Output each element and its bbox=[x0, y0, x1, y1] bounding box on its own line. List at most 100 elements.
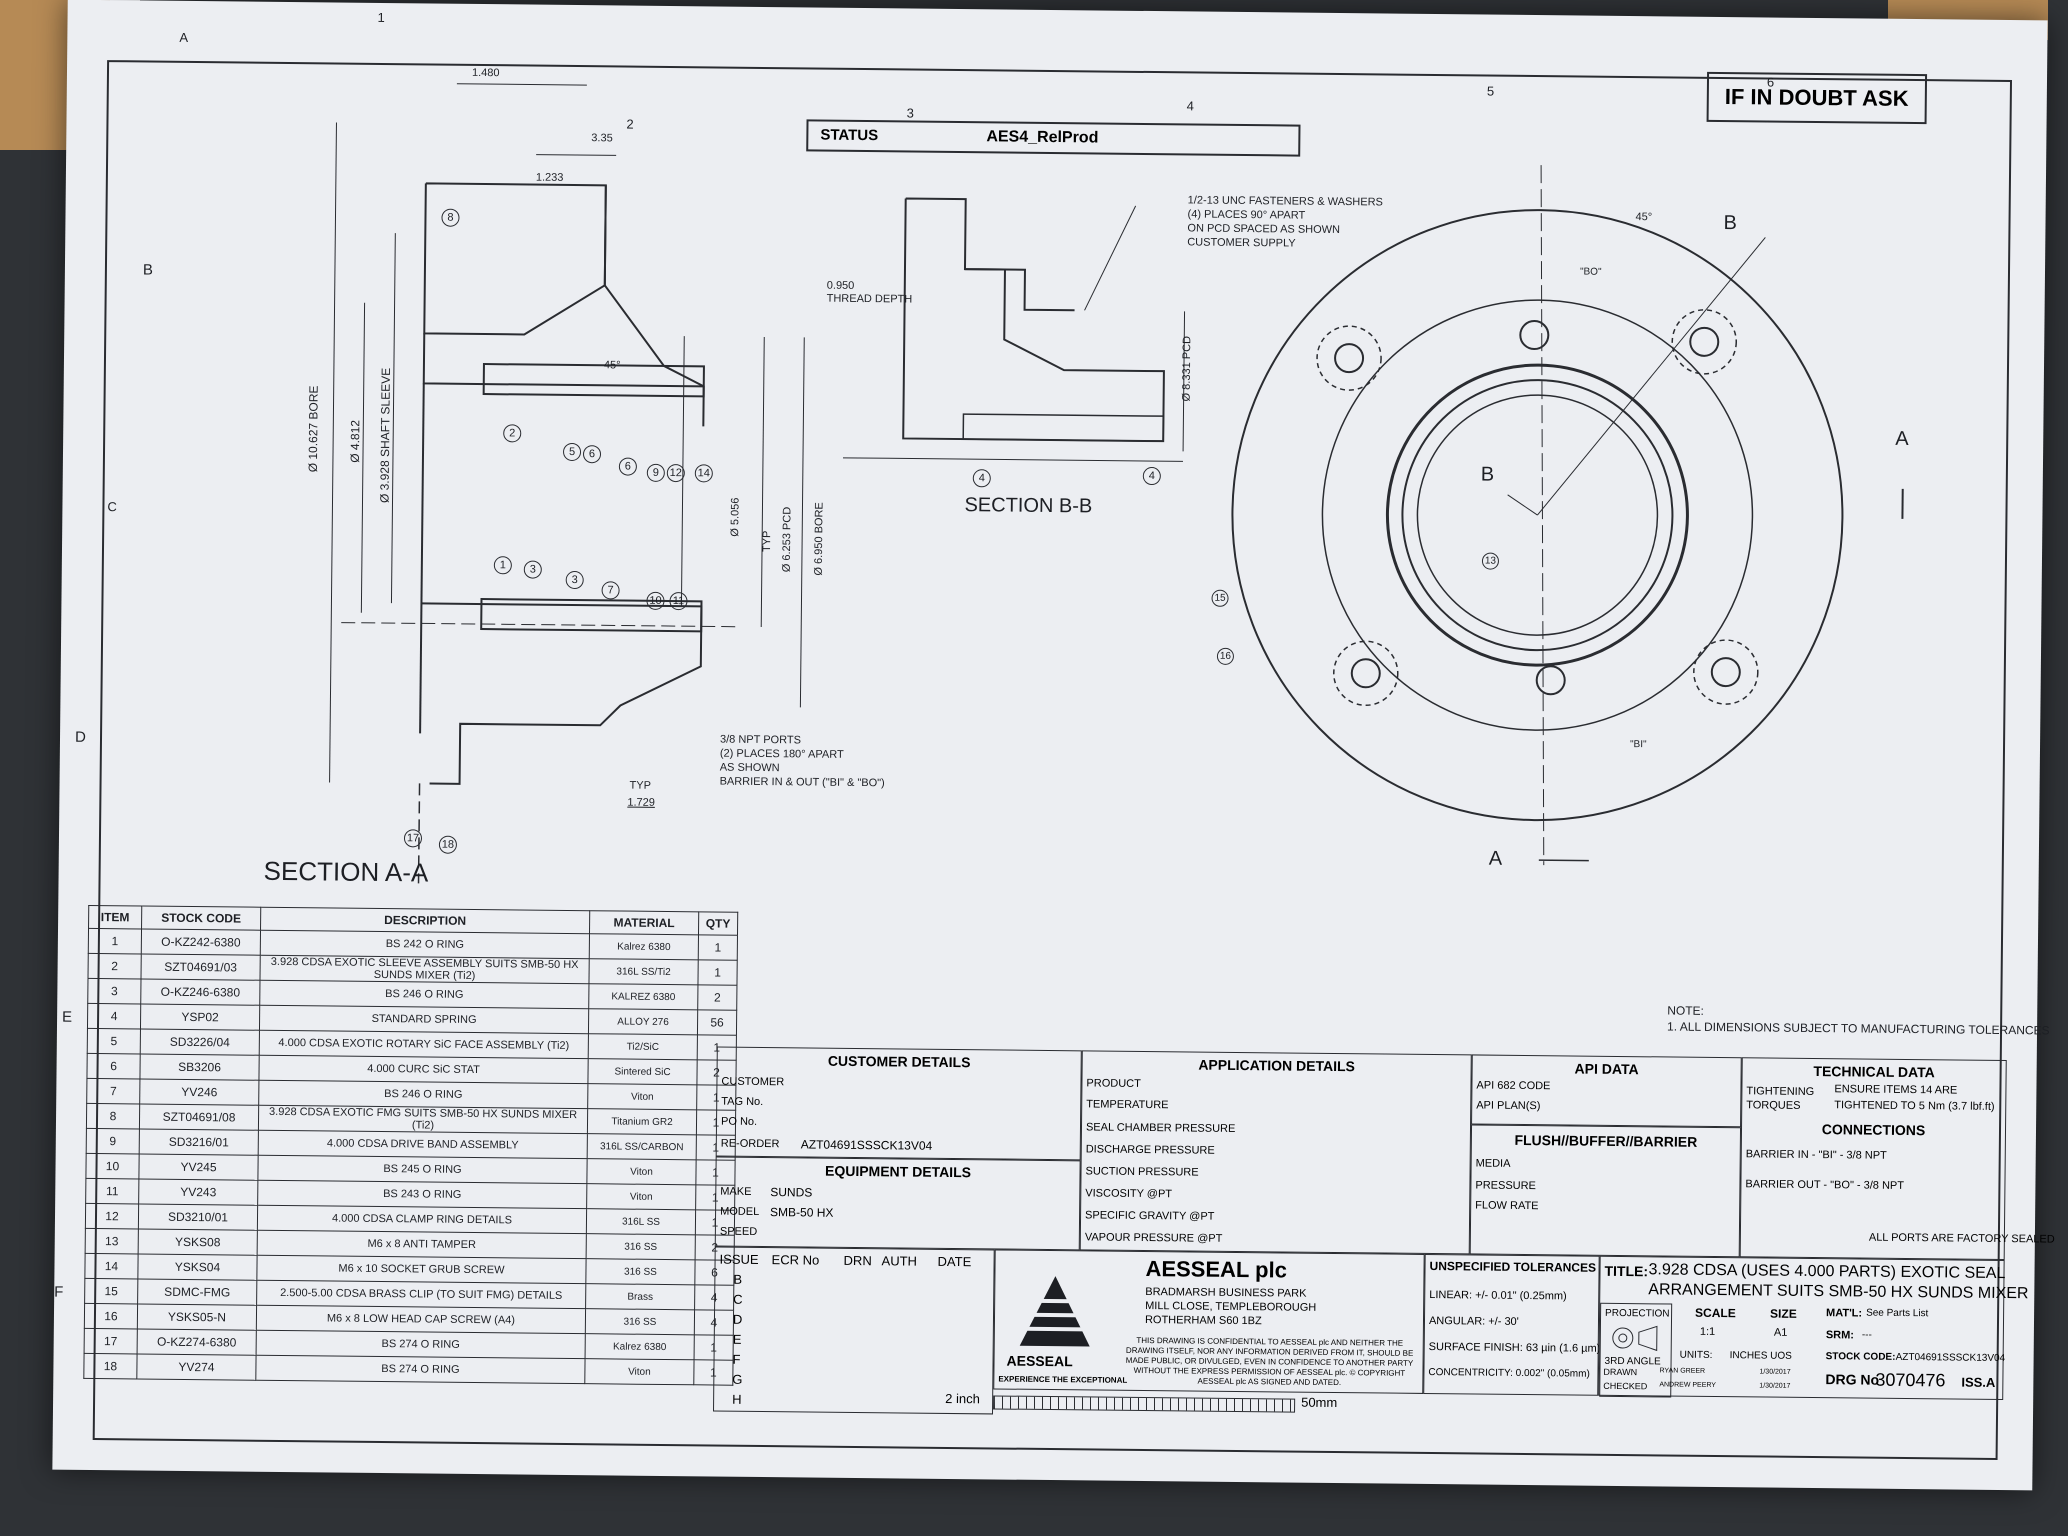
barrier-in-label: "BI" bbox=[1629, 739, 1647, 751]
units-label: UNITS: bbox=[1679, 1349, 1713, 1361]
scale-bar-left-label: 2 inch bbox=[945, 1390, 980, 1407]
balloon-item: 17 bbox=[403, 829, 423, 848]
barrier-out-connection: BARRIER OUT - "BO" - 3/8 NPT bbox=[1745, 1178, 1905, 1192]
company-address-3: ROTHERHAM S60 1BZ bbox=[1144, 1314, 1262, 1328]
stock-code-cell: SB3206 bbox=[139, 1053, 260, 1081]
material-cell: 316 SS bbox=[585, 1308, 695, 1335]
tightening-torques-label: TIGHTENING TORQUES bbox=[1746, 1085, 1815, 1112]
drawing-title-line-2: ARRANGEMENT SUITS SMB-50 HX SUNDS MIXER bbox=[1648, 1281, 2029, 1303]
qty-cell: 1 bbox=[697, 959, 738, 986]
item-cell: 12 bbox=[85, 1203, 139, 1229]
tolerance-linear: LINEAR: +/- 0.01" (0.25mm) bbox=[1429, 1289, 1567, 1303]
projection-label: PROJECTION bbox=[1605, 1307, 1670, 1320]
stock-code-cell: O-KZ242-6380 bbox=[141, 928, 261, 956]
description-cell: 4.000 CDSA EXOTIC ROTARY SiC FACE ASSEMB… bbox=[259, 1030, 589, 1059]
description-cell: BS 246 O RING bbox=[259, 980, 589, 1009]
scale-bar-right-label: 50mm bbox=[1301, 1394, 1338, 1411]
material-cell: Viton bbox=[586, 1183, 696, 1210]
section-marker-a-bottom: A bbox=[1488, 847, 1503, 870]
item-cell: 14 bbox=[84, 1253, 139, 1279]
description-cell: 3.928 CDSA EXOTIC SLEEVE ASSEMBLY SUITS … bbox=[259, 955, 590, 984]
tightening-value-1: ENSURE ITEMS 14 ARE bbox=[1834, 1083, 1958, 1097]
qty-cell: 1 bbox=[698, 934, 738, 961]
dim-pcd-8331: Ø 8.331 PCD bbox=[1180, 335, 1194, 402]
balloon-item: 4 bbox=[972, 469, 991, 488]
item-cell: 9 bbox=[86, 1128, 140, 1154]
balloon-item: 11 bbox=[669, 592, 688, 611]
angle-45: 45° bbox=[1635, 211, 1653, 224]
tightening-value-2: TIGHTENED TO 5 Nm (3.7 lbf.ft) bbox=[1834, 1099, 1995, 1113]
third-angle-projection-icon bbox=[1612, 1325, 1658, 1352]
reorder-label: RE-ORDER bbox=[720, 1137, 780, 1151]
item-cell: 16 bbox=[84, 1303, 138, 1329]
customer-label: CUSTOMER bbox=[721, 1075, 785, 1089]
material-cell: Brass bbox=[585, 1283, 695, 1310]
checked-date: 1/30/2017 bbox=[1759, 1382, 1791, 1390]
balloon-item: 1 bbox=[493, 556, 512, 575]
stock-code-value: AZT04691SSSCK13V04 bbox=[1895, 1351, 2006, 1365]
connections-title: CONNECTIONS bbox=[1821, 1121, 1926, 1139]
size-label: SIZE bbox=[1770, 1306, 1797, 1321]
stock-code-cell: SD3210/01 bbox=[138, 1203, 258, 1231]
issue-letter: D bbox=[732, 1311, 743, 1327]
parts-list-table: ITEM STOCK CODE DESCRIPTION MATERIAL QTY… bbox=[83, 905, 738, 1386]
stock-code-cell: SDMC-FMG bbox=[137, 1278, 257, 1306]
balloon-item: 8 bbox=[441, 208, 460, 227]
app-field: SUCTION PRESSURE bbox=[1085, 1165, 1199, 1179]
balloon-item: 15 bbox=[1211, 589, 1229, 607]
stock-code-cell: YV245 bbox=[138, 1153, 259, 1181]
engineering-drawing-sheet: 1 2 3 4 5 6 A B C D E F IF IN DOUBT ASK … bbox=[52, 0, 2055, 1491]
item-cell: 11 bbox=[85, 1178, 139, 1204]
issue-letter: F bbox=[732, 1351, 741, 1367]
col-material: MATERIAL bbox=[589, 910, 699, 935]
drg-no-value: 3070476 bbox=[1875, 1369, 1946, 1391]
col-qty: QTY bbox=[698, 911, 738, 936]
stock-code-cell: SD3216/01 bbox=[139, 1128, 259, 1156]
stock-code-cell: O-KZ246-6380 bbox=[140, 978, 260, 1006]
balloon-item: 4 bbox=[1142, 466, 1161, 486]
description-cell: 4.000 CDSA CLAMP RING DETAILS bbox=[257, 1205, 587, 1234]
api-682-code-label: API 682 CODE bbox=[1476, 1079, 1551, 1093]
qty-cell: 2 bbox=[697, 984, 737, 1011]
col-description: DESCRIPTION bbox=[260, 907, 590, 934]
balloon-item: 9 bbox=[646, 463, 665, 482]
ecr-header: ECR No bbox=[771, 1252, 820, 1268]
dim-1729: 1.729 bbox=[627, 796, 655, 809]
api-data-block: API DATA API 682 CODE API PLAN(S) bbox=[1471, 1054, 1742, 1128]
stock-code-cell: SZT04691/03 bbox=[140, 953, 261, 981]
dim-4812: Ø 4.812 bbox=[347, 419, 363, 463]
drawn-by: RYAN GREER bbox=[1659, 1367, 1706, 1375]
checked-by: ANDREW PEERY bbox=[1659, 1381, 1717, 1390]
balloon-item: 5 bbox=[562, 442, 582, 462]
balloon-item: 16 bbox=[1216, 647, 1235, 665]
balloon-item: 2 bbox=[503, 424, 522, 443]
barrier-in-connection: BARRIER IN - "BI" - 3/8 NPT bbox=[1745, 1148, 1887, 1162]
model-value: SMB-50 HX bbox=[770, 1205, 834, 1220]
dim-1233: 1.233 bbox=[535, 171, 564, 184]
issue-letter: G bbox=[732, 1371, 743, 1387]
flush-title: FLUSH//BUFFER//BARRIER bbox=[1514, 1131, 1698, 1150]
company-tagline: EXPERIENCE THE EXCEPTIONAL bbox=[998, 1374, 1128, 1385]
stock-code-cell: SZT04691/08 bbox=[139, 1103, 259, 1131]
description-cell: M6 x 8 ANTI TAMPER bbox=[257, 1230, 587, 1259]
material-cell: 316L SS bbox=[586, 1208, 696, 1235]
description-cell: BS 243 O RING bbox=[257, 1180, 587, 1209]
equipment-details-block: EQUIPMENT DETAILS MAKE SUNDS MODEL SMB-5… bbox=[714, 1156, 1081, 1251]
company-address-1: BRADMARSH BUSINESS PARK bbox=[1145, 1286, 1307, 1300]
material-cell: KALREZ 6380 bbox=[588, 983, 698, 1010]
item-cell: 8 bbox=[86, 1103, 140, 1129]
flow-rate-label: FLOW RATE bbox=[1475, 1199, 1539, 1213]
description-cell: BS 246 O RING bbox=[258, 1080, 588, 1109]
app-field: VAPOUR PRESSURE @PT bbox=[1084, 1231, 1223, 1245]
aesseal-logo bbox=[1019, 1276, 1090, 1347]
material-cell: Viton bbox=[587, 1083, 697, 1110]
api-plans-label: API PLAN(S) bbox=[1476, 1099, 1541, 1113]
drn-header: DRN bbox=[843, 1252, 872, 1269]
tolerances-title: UNSPECIFIED TOLERANCES bbox=[1429, 1259, 1597, 1275]
dim-45deg: 45° bbox=[603, 359, 621, 372]
confidentiality-notice: THIS DRAWING IS CONFIDENTIAL TO AESSEAL … bbox=[1125, 1335, 1414, 1388]
app-field: PRODUCT bbox=[1086, 1077, 1141, 1090]
matl-value: See Parts List bbox=[1866, 1307, 1929, 1320]
item-cell: 7 bbox=[86, 1078, 140, 1104]
